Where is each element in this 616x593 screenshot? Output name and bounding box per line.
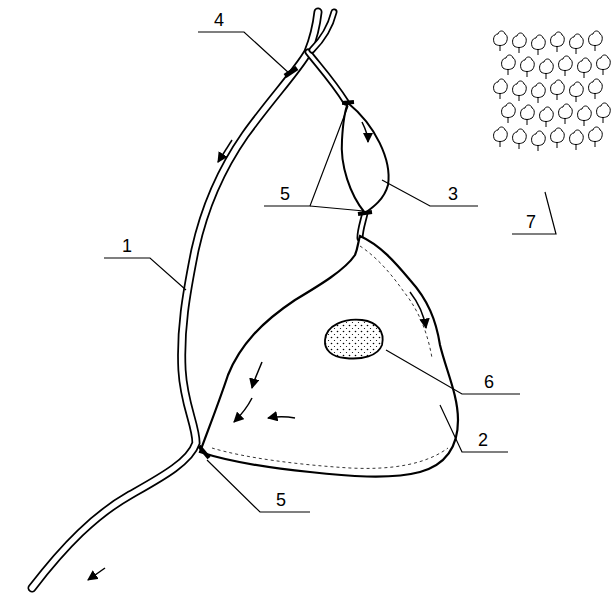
callout-number: 3: [448, 184, 458, 204]
callout-number: 2: [478, 430, 488, 450]
forest: [494, 31, 611, 151]
callout-number: 7: [526, 212, 536, 232]
small-lake: [342, 103, 389, 213]
callout-number: 5: [280, 184, 290, 204]
callout-number: 6: [484, 372, 494, 392]
flow-arrows: [88, 122, 426, 580]
callout-number: 4: [214, 10, 224, 30]
lake: [200, 236, 458, 477]
island: [325, 320, 383, 359]
dam-marks: [199, 68, 372, 458]
leader-lines: [104, 32, 556, 512]
callout-number: 1: [122, 236, 132, 256]
callout-number: 5: [276, 490, 286, 510]
